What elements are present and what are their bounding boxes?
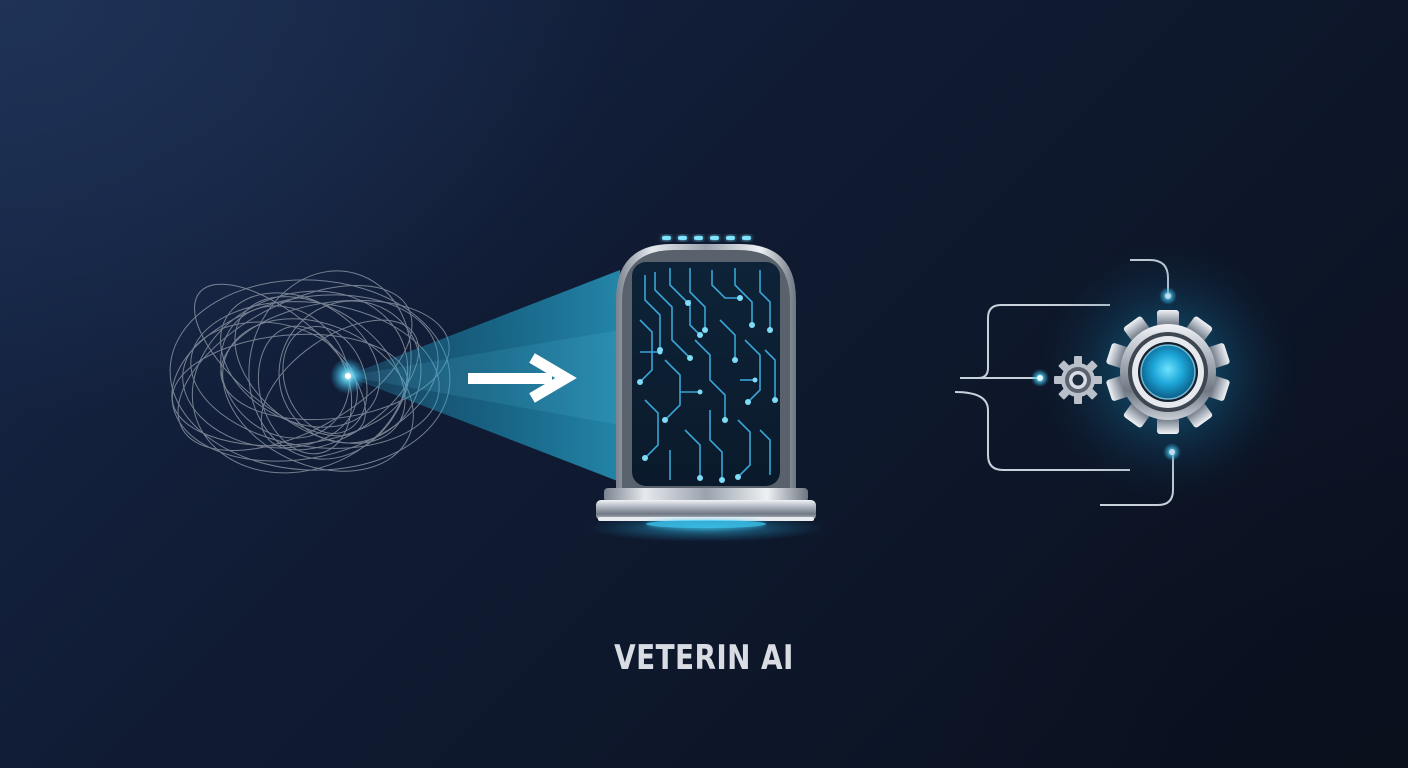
- status-leds: [662, 236, 751, 240]
- arrow-right-icon: [468, 353, 577, 403]
- small-gear-icon: [1054, 356, 1102, 404]
- gears-icon: [1038, 242, 1298, 502]
- large-gear-icon: [1106, 310, 1230, 434]
- tangled-lines-icon: [169, 270, 451, 474]
- circuit-nodes: [637, 295, 778, 483]
- caption-title: VETERIN AI: [614, 638, 794, 678]
- ai-chip-device-icon: [586, 236, 826, 542]
- circuit-traces: [639, 268, 776, 480]
- circuit-screen: [632, 262, 780, 486]
